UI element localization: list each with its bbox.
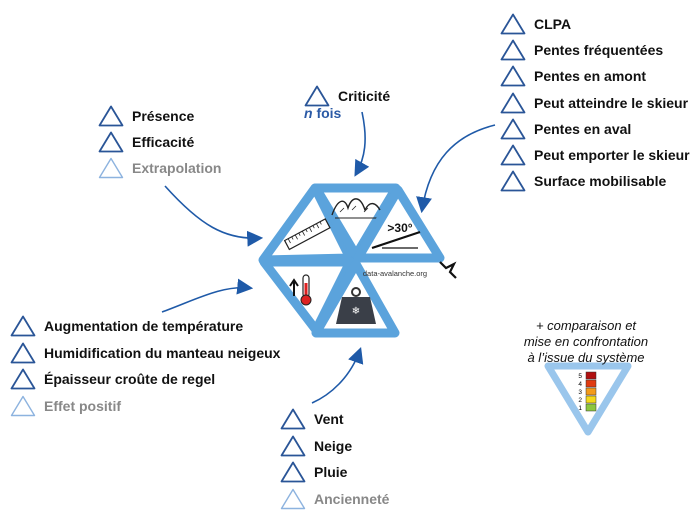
comparison-note: + comparaison et mise en confrontation à…: [506, 318, 666, 366]
terrain-item-label: Pentes fréquentées: [534, 42, 664, 59]
triangle-icon: [280, 408, 306, 430]
criticite-item: Criticité: [304, 84, 390, 108]
triangle-icon: [304, 85, 330, 107]
scale-level-label: 2: [578, 397, 582, 404]
temperature-item-label: Effet positif: [44, 397, 121, 414]
arrow-terrain: [416, 124, 496, 214]
triangle-icon: [500, 144, 526, 166]
triangle-icon: [500, 13, 526, 35]
temperature-item: Effet positif: [10, 394, 121, 418]
meteo-item-label: Pluie: [314, 464, 348, 480]
presence-item: Extrapolation: [98, 156, 221, 180]
temperature-item: Augmentation de température: [10, 314, 243, 338]
terrain-item: Pentes fréquentées: [500, 38, 663, 62]
arrow-meteo: [311, 346, 364, 404]
triangle-icon: [98, 131, 124, 153]
arrow-presence: [164, 185, 264, 247]
meteo-item: Pluie: [280, 460, 347, 484]
meteo-item-label: Ancienneté: [314, 490, 390, 507]
terrain-item-label: Surface mobilisable: [534, 173, 667, 190]
temperature-item-label: Augmentation de température: [44, 318, 244, 334]
meteo-item: Vent: [280, 407, 344, 431]
presence-item-label: Présence: [132, 108, 195, 124]
scale-bar-2: [585, 395, 597, 404]
presence-item: Présence: [98, 104, 194, 128]
triangle-icon: [500, 65, 526, 87]
scale-level-label: 5: [578, 373, 582, 380]
terrain-item: Peut atteindre le skieur: [500, 91, 688, 115]
criticite-n-fois: n fois: [304, 105, 342, 121]
triangle-meteo-weight: ❄: [311, 259, 400, 338]
triangle-icon: [500, 170, 526, 192]
logo-text: data-avalanche.org: [363, 269, 427, 278]
terrain-item: Pentes en amont: [500, 64, 646, 88]
presence-item-label: Extrapolation: [132, 160, 222, 176]
scale-level-label: 3: [578, 389, 582, 396]
terrain-item: CLPA: [500, 12, 571, 36]
triangle-icon: [10, 315, 36, 337]
arrow-temperature: [161, 278, 254, 313]
triangle-icon: [500, 39, 526, 61]
scale-level-label: 1: [578, 405, 582, 412]
note-line: à l’issue du système: [527, 350, 645, 365]
triangle-icon: [280, 435, 306, 456]
criticite-item-label: Criticité: [338, 88, 391, 104]
scale-level-label: 4: [578, 381, 582, 388]
scale-bar-3: [585, 387, 597, 396]
triangle-icon: [10, 368, 36, 390]
logo-satellite-icon: [439, 261, 457, 279]
terrain-item-label: Pentes en aval: [534, 120, 632, 137]
temperature-item-label: Humidification du manteau neigeux: [44, 344, 281, 361]
triangle-slope: >30°: [353, 185, 445, 263]
presence-item: Efficacité: [98, 130, 194, 154]
terrain-item-label: Pentes en amont: [534, 68, 647, 85]
triangle-icon: [98, 157, 124, 179]
scale-bar-1: [585, 403, 597, 412]
terrain-item: Pentes en aval: [500, 117, 631, 141]
triangle-icon: [500, 92, 526, 113]
triangle-icon: [280, 461, 306, 483]
terrain-item-label: Peut atteindre le skieur: [534, 94, 689, 111]
meteo-item: Ancienneté: [280, 487, 389, 511]
terrain-item: Peut emporter le skieur: [500, 143, 690, 167]
meteo-item-label: Vent: [314, 411, 344, 427]
arrow-criticite: [354, 111, 370, 177]
note-line: + comparaison et: [535, 318, 637, 333]
svg-text:❄: ❄: [352, 306, 360, 317]
triangle-icon: [500, 118, 526, 140]
triangle-icon: [10, 395, 36, 416]
terrain-item-label: CLPA: [534, 16, 572, 32]
scale-bar-4: [585, 379, 597, 388]
meteo-item: Neige: [280, 434, 352, 458]
scale-bar-5: [585, 371, 597, 380]
meteo-item-label: Neige: [314, 437, 353, 454]
temperature-item: Humidification du manteau neigeux: [10, 341, 280, 365]
terrain-item: Surface mobilisable: [500, 169, 666, 193]
presence-item-label: Efficacité: [132, 134, 195, 150]
triangle-icon: [280, 488, 306, 509]
note-line: mise en confrontation: [523, 334, 649, 349]
temperature-item: Épaisseur croûte de regel: [10, 367, 215, 391]
temperature-item-label: Épaisseur croûte de regel: [44, 371, 216, 387]
terrain-item-label: Peut emporter le skieur: [534, 147, 690, 163]
triangle-icon: [98, 105, 124, 127]
slope-angle-label: >30°: [387, 221, 412, 235]
triangle-icon: [10, 342, 36, 363]
